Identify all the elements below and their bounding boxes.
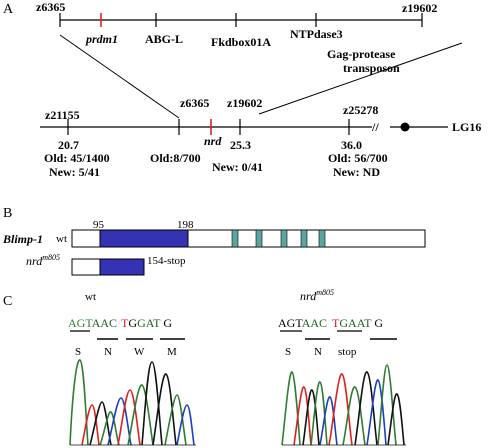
blimp-wt-domain (99, 229, 189, 248)
panel-b-label: B (3, 206, 12, 221)
trace-peak (127, 384, 154, 446)
trace-peak (81, 404, 100, 446)
zinc-finger (255, 229, 263, 248)
trace-peak (342, 386, 366, 446)
gene-fkdbox01a: Fkdbox01A (211, 35, 271, 49)
trace-peak (107, 397, 132, 446)
marker-z19602: z19602 (227, 96, 262, 110)
new-mid: New: 0/41 (212, 160, 263, 174)
gene-ntpdase3: NTPdase3 (290, 27, 343, 41)
trace-peak (141, 361, 163, 446)
trace-peak (377, 364, 397, 446)
trace-peak (164, 394, 187, 446)
gene-gag-protease: Gag-protease (327, 47, 396, 61)
marker-z19602-top: z19602 (402, 1, 437, 15)
wt-aa-w: W (134, 346, 145, 358)
new-right: New: ND (333, 165, 380, 179)
marker-z6365: z6365 (180, 96, 209, 110)
nrd-protein-label: nrdm805 (26, 253, 60, 268)
wt-aa-s: S (75, 346, 81, 358)
mut-aa-n: N (314, 346, 322, 358)
marker-z25278: z25278 (343, 103, 378, 117)
trace-peak (281, 371, 301, 446)
wt-aa-m: M (167, 346, 177, 358)
pos-36-0: 36.0 (341, 138, 362, 152)
centromere (400, 122, 410, 132)
trace-peak (152, 373, 177, 446)
nrd-label: nrd (204, 134, 222, 148)
zinc-finger (318, 229, 326, 248)
pos-25-3: 25.3 (230, 138, 251, 152)
zoom-connector-right (258, 42, 463, 115)
trace-peak (89, 401, 112, 446)
domain-start: 95 (93, 219, 105, 231)
new-left: New: 5/41 (49, 165, 100, 179)
zinc-finger (231, 229, 239, 248)
panel-a-label: A (3, 2, 14, 17)
trace-peak (293, 386, 312, 446)
marker-z21155: z21155 (45, 108, 80, 122)
mut-aa-s: S (285, 346, 291, 358)
old-right: Old: 56/700 (328, 151, 388, 165)
gene-transposon: transposon (343, 61, 400, 75)
zinc-finger (280, 229, 288, 248)
trace-peak (387, 393, 405, 446)
mutant-chromatogram (281, 364, 406, 446)
wt-aa-n: N (104, 346, 112, 358)
gene-abgl: ABG-L (145, 32, 183, 46)
trace-peak (328, 373, 353, 446)
old-mid: Old:8/700 (150, 151, 201, 165)
lg16-break: // (371, 120, 379, 134)
wt-trace-label: wt (85, 291, 96, 303)
trace-peak (366, 379, 387, 446)
trace-peak (310, 381, 328, 446)
blimp-nrd-domain (99, 258, 145, 276)
panel-c-label: C (3, 294, 12, 309)
mutant-trace-label: nrdm805 (300, 288, 334, 303)
trace-peak (99, 411, 120, 446)
wt-chromatogram (69, 359, 196, 446)
blimp-label: Blimp-1 (2, 232, 43, 246)
trace-peak (69, 359, 89, 446)
wt-protein-label: wt (56, 233, 67, 245)
zinc-finger (300, 229, 308, 248)
old-left: Old: 45/1400 (44, 151, 110, 165)
stop-label: 154-stop (147, 255, 186, 267)
trace-peak (319, 396, 338, 446)
zoom-connector-left (59, 34, 180, 119)
trace-peak (117, 389, 141, 446)
mut-aa-stop: stop (338, 346, 357, 358)
domain-end: 198 (177, 219, 194, 231)
gene-prdm1: prdm1 (85, 32, 118, 46)
pos-20-7: 20.7 (58, 138, 79, 152)
lg16-label: LG16 (452, 120, 481, 134)
trace-peak (354, 371, 378, 446)
marker-z6365-top: z6365 (36, 0, 65, 14)
trace-peak (176, 404, 195, 446)
trace-peak (302, 389, 320, 446)
